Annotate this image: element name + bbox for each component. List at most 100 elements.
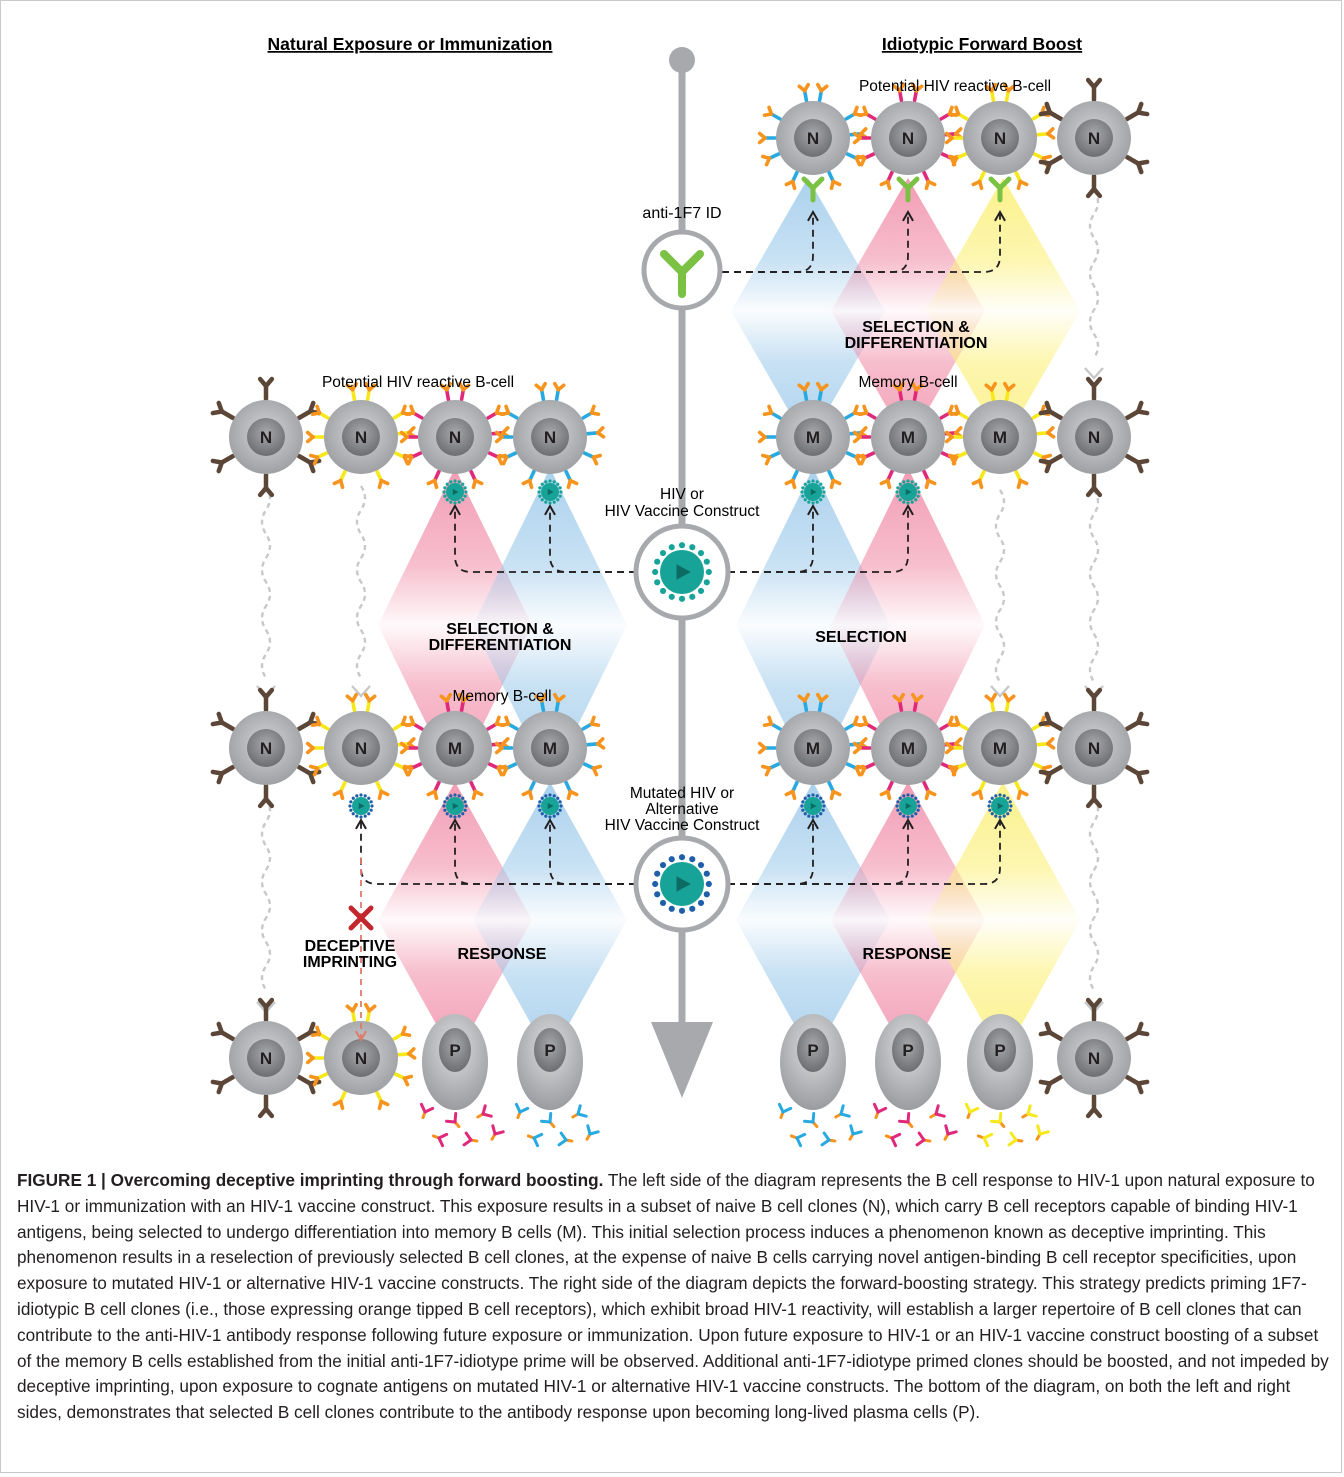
beam-right-top-blue xyxy=(731,178,885,444)
response-label-right: RESPONSE xyxy=(863,946,952,963)
bound-mutated-virus-icon xyxy=(442,793,468,819)
naive-b-cell-yellow-left-bottom: N xyxy=(305,1002,417,1111)
plasma-cell-blue-right: P xyxy=(777,1014,863,1148)
secreted-antibody-icon xyxy=(419,1102,435,1120)
memory-b-cell-yellow-right-row3-letter: M xyxy=(993,739,1007,758)
hiv-virus-icon xyxy=(652,542,712,602)
secreted-antibody-icon xyxy=(557,1131,574,1147)
timeline-start-dot xyxy=(669,47,695,73)
naive-b-cell-yellow-left-row3: N xyxy=(305,692,417,801)
naive-b-cell-brown-left-row2: N xyxy=(210,376,322,498)
deceptive-imprinting-block: DECEPTIVE IMPRINTING xyxy=(303,858,397,1043)
naive-b-cell-yellow-top-right-letter: N xyxy=(994,129,1006,148)
naive-b-cell-yellow-left-row2-letter: N xyxy=(355,428,367,447)
naive-b-cell-blue-left-row2: N xyxy=(494,381,606,490)
secreted-antibody-icon xyxy=(526,1132,544,1148)
naive-b-cell-brown-right-row2-letter: N xyxy=(1088,428,1100,447)
naive-b-cell-brown-right-bottom-letter: N xyxy=(1088,1049,1100,1068)
secreted-antibody-icon xyxy=(964,1102,980,1120)
naive-b-cell-yellow-top-right: N xyxy=(944,82,1056,191)
secreted-antibody-icon xyxy=(490,1124,505,1141)
memory-b-cell-pink-left-row3: M xyxy=(399,692,511,801)
secreted-antibody-icon xyxy=(848,1124,863,1141)
right-panel-header: Idiotypic Forward Boost xyxy=(882,34,1082,54)
memory-b-cell-blue-right-row3: M xyxy=(757,692,869,801)
secreted-antibody-icon xyxy=(820,1131,837,1147)
deceptive-label-line2: IMPRINTING xyxy=(303,954,397,971)
dashed-arrows xyxy=(355,209,1006,885)
secreted-antibody-icon xyxy=(943,1124,958,1141)
bound-virus-icon xyxy=(895,479,921,505)
plasma-cell-blue-right-letter: P xyxy=(807,1041,818,1060)
naive-b-cell-brown-left-row3-letter: N xyxy=(260,739,272,758)
vaccine-label-line2: HIV Vaccine Construct xyxy=(605,503,760,520)
secreted-antibody-icon xyxy=(789,1132,807,1148)
bound-mutated-virus-icon xyxy=(987,793,1013,819)
plasma-cell-blue-left: P xyxy=(514,1014,600,1148)
plasma-cell-pink-right-letter: P xyxy=(902,1041,913,1060)
memory-b-cell-blue-right-row2-letter: M xyxy=(806,428,820,447)
anti-1f7-antibody-icon xyxy=(660,250,704,298)
naive-b-cell-blue-top-right-letter: N xyxy=(807,129,819,148)
secreted-antibody-icon xyxy=(898,1112,914,1129)
potential-b-cell-label-left: Potential HIV reactive B-cell xyxy=(322,374,514,391)
memory-b-cell-pink-right-row3: M xyxy=(852,692,964,801)
selection-differentiation-left-line1: SELECTION & xyxy=(446,621,554,638)
secreted-antibody-icon xyxy=(929,1104,946,1119)
naive-b-cell-brown-left-row3: N xyxy=(210,687,322,809)
secreted-antibody-icon xyxy=(540,1112,556,1129)
secreted-antibody-icon xyxy=(1035,1124,1050,1141)
memory-b-cell-yellow-right-row3: M xyxy=(944,692,1056,801)
diagram: Natural Exposure or Immunization Idiotyp… xyxy=(210,34,1150,1148)
timeline-arrowhead xyxy=(651,1022,713,1098)
plasma-cell-pink-left-letter: P xyxy=(449,1041,460,1060)
naive-b-cell-yellow-left-row3-letter: N xyxy=(355,739,367,758)
bound-anti-id-icon xyxy=(801,176,825,203)
memory-b-cell-label-right: Memory B-cell xyxy=(858,374,957,391)
anti-id-label: anti-1F7 ID xyxy=(642,205,721,222)
memory-b-cell-yellow-right-row2: M xyxy=(944,381,1056,490)
plasma-cell-yellow-right-letter: P xyxy=(994,1041,1005,1060)
selection-label-right: SELECTION xyxy=(815,629,907,646)
memory-b-cell-yellow-right-row2-letter: M xyxy=(993,428,1007,447)
mutated-vaccine-label-line2: Alternative xyxy=(645,801,718,818)
anti-id-hub xyxy=(641,229,723,311)
naive-b-cell-brown-left-bottom-letter: N xyxy=(260,1049,272,1068)
diagram-labels: Potential HIV reactive B-cell Potential … xyxy=(322,78,1051,963)
secreted-antibody-icon xyxy=(834,1104,851,1119)
caption-title: FIGURE 1 | Overcoming deceptive imprinti… xyxy=(17,1170,604,1190)
secreted-antibody-icon xyxy=(777,1102,793,1120)
blocked-x-icon xyxy=(348,905,374,931)
naive-b-cell-brown-right-bottom: N xyxy=(1038,997,1150,1119)
plasma-cell-yellow-right: P xyxy=(964,1014,1050,1148)
secreted-antibody-icon xyxy=(884,1132,902,1148)
naive-b-cell-pink-top-right: N xyxy=(852,82,964,191)
beam-right-top-yellow xyxy=(926,178,1080,444)
bound-anti-id-icon xyxy=(988,176,1012,203)
naive-b-cell-brown-top-right-letter: N xyxy=(1088,129,1100,148)
naive-b-cell-brown-left-row2-letter: N xyxy=(260,428,272,447)
figure-caption: FIGURE 1 | Overcoming deceptive imprinti… xyxy=(17,1168,1329,1426)
mutated-vaccine-label-line3: HIV Vaccine Construct xyxy=(605,817,760,834)
selection-beams xyxy=(378,178,1080,1058)
mutated-hiv-virus-icon xyxy=(652,854,712,914)
naive-b-cell-brown-right-row2: N xyxy=(1038,376,1150,498)
plasma-cell-blue-left-letter: P xyxy=(544,1041,555,1060)
beam-right-mid-pink xyxy=(831,468,985,782)
naive-b-cell-blue-left-row2-letter: N xyxy=(544,428,556,447)
bound-virus-icon xyxy=(800,479,826,505)
naive-b-cell-brown-right-row3-letter: N xyxy=(1088,739,1100,758)
naive-b-cell-pink-top-right-letter: N xyxy=(902,129,914,148)
caption-body: The left side of the diagram represents … xyxy=(17,1170,1329,1423)
bound-mutated-virus-icon xyxy=(537,793,563,819)
plasma-cell-pink-right: P xyxy=(872,1014,958,1148)
deceptive-label-line1: DECEPTIVE xyxy=(305,938,396,955)
vaccine-label-line1: HIV or xyxy=(660,486,704,503)
naive-b-cell-yellow-left-row2: N xyxy=(305,381,417,490)
secreted-antibody-icon xyxy=(514,1102,530,1120)
secreted-antibody-icon xyxy=(431,1132,449,1148)
hub-viruses xyxy=(652,542,712,914)
response-label-left: RESPONSE xyxy=(458,946,547,963)
bound-anti-id-icon xyxy=(896,176,920,203)
